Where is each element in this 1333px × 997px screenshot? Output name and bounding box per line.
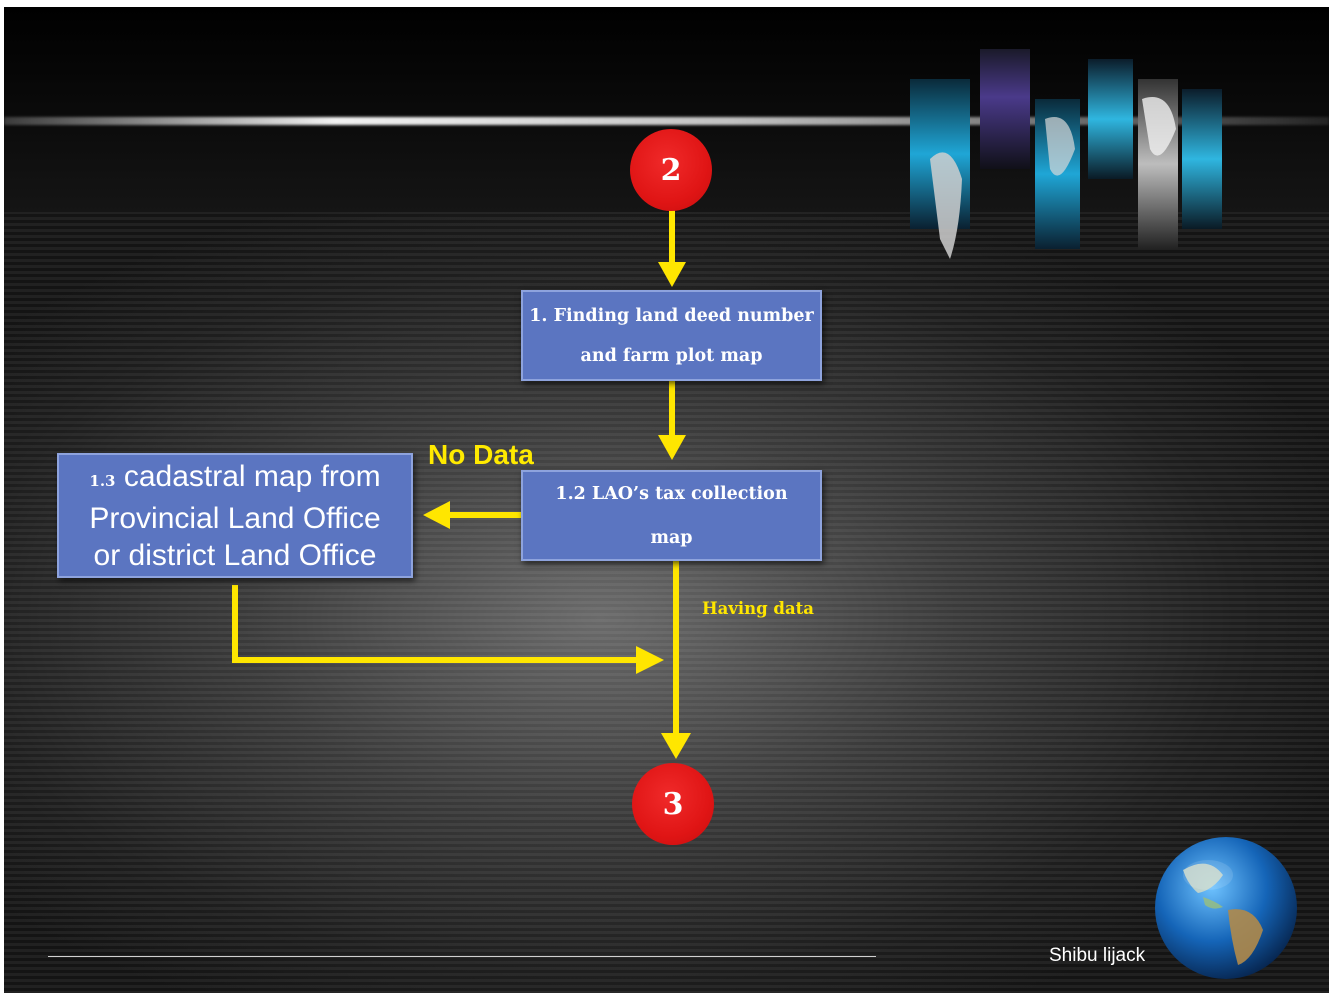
slide-background: 1. Finding land deed number and farm plo… xyxy=(4,7,1329,993)
arrowhead-down-1 xyxy=(658,262,686,287)
world-map-strips-decoration xyxy=(910,49,1222,259)
step-1-3-line-1: 1.3 cadastral map from xyxy=(65,458,405,500)
step-1-3-line-1-text: cadastral map from xyxy=(123,460,381,493)
arrow-box13-to-main xyxy=(232,585,636,663)
step-1-box: 1. Finding land deed number and farm plo… xyxy=(521,290,822,381)
step-1-2-box: 1.2 LAO’s tax collection map xyxy=(521,470,822,561)
step-1-3-box: 1.3 cadastral map from Provincial Land O… xyxy=(57,453,413,578)
step-1-3-line-3: or district Land Office xyxy=(93,539,377,572)
arrowhead-left xyxy=(423,501,450,529)
end-node: 3 xyxy=(632,763,714,845)
footer-divider xyxy=(48,956,876,957)
no-data-label: No Data xyxy=(428,439,534,470)
step-1-2-line-2: map xyxy=(650,527,693,548)
step-1-2-line-1: 1.2 LAO’s tax collection xyxy=(555,483,788,504)
earth-globe-icon xyxy=(1155,837,1297,979)
author-label: Shibu lijack xyxy=(1049,945,1146,966)
header-light-line xyxy=(4,117,1329,125)
step-1-3-number: 1.3 xyxy=(89,472,116,490)
step-1-line-1: 1. Finding land deed number xyxy=(529,305,814,326)
arrowhead-down-2 xyxy=(658,435,686,460)
having-data-label: Having data xyxy=(702,599,814,618)
start-node: 2 xyxy=(630,129,712,211)
flowchart-connectors xyxy=(232,207,691,759)
step-1-3-line-2: Provincial Land Office xyxy=(89,502,381,535)
arrowhead-down-3 xyxy=(661,733,691,759)
step-1-line-2: and farm plot map xyxy=(580,345,763,366)
arrowhead-right xyxy=(636,646,664,674)
